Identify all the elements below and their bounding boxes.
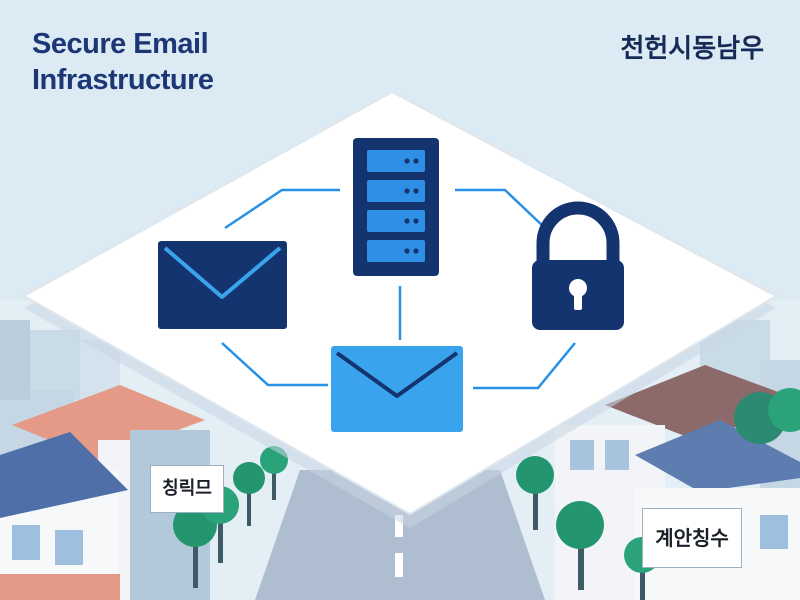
store-sign-right: 계안칭수	[642, 508, 742, 568]
road-marking	[395, 553, 403, 577]
server-rack-icon	[353, 138, 439, 276]
road-marking	[395, 515, 403, 537]
title-line-2: Infrastructure	[32, 64, 214, 96]
envelope-icon-center	[331, 346, 463, 432]
page-title: Secure Email Infrastructure	[32, 26, 214, 98]
envelope-icon-left	[158, 241, 287, 329]
connection-lines	[221, 188, 576, 390]
title-line-1: Secure Email	[32, 28, 209, 60]
padlock-icon	[532, 201, 624, 330]
store-sign-left: 칭릭므	[150, 465, 224, 513]
brand-text: 천헌시동남우	[620, 34, 764, 64]
